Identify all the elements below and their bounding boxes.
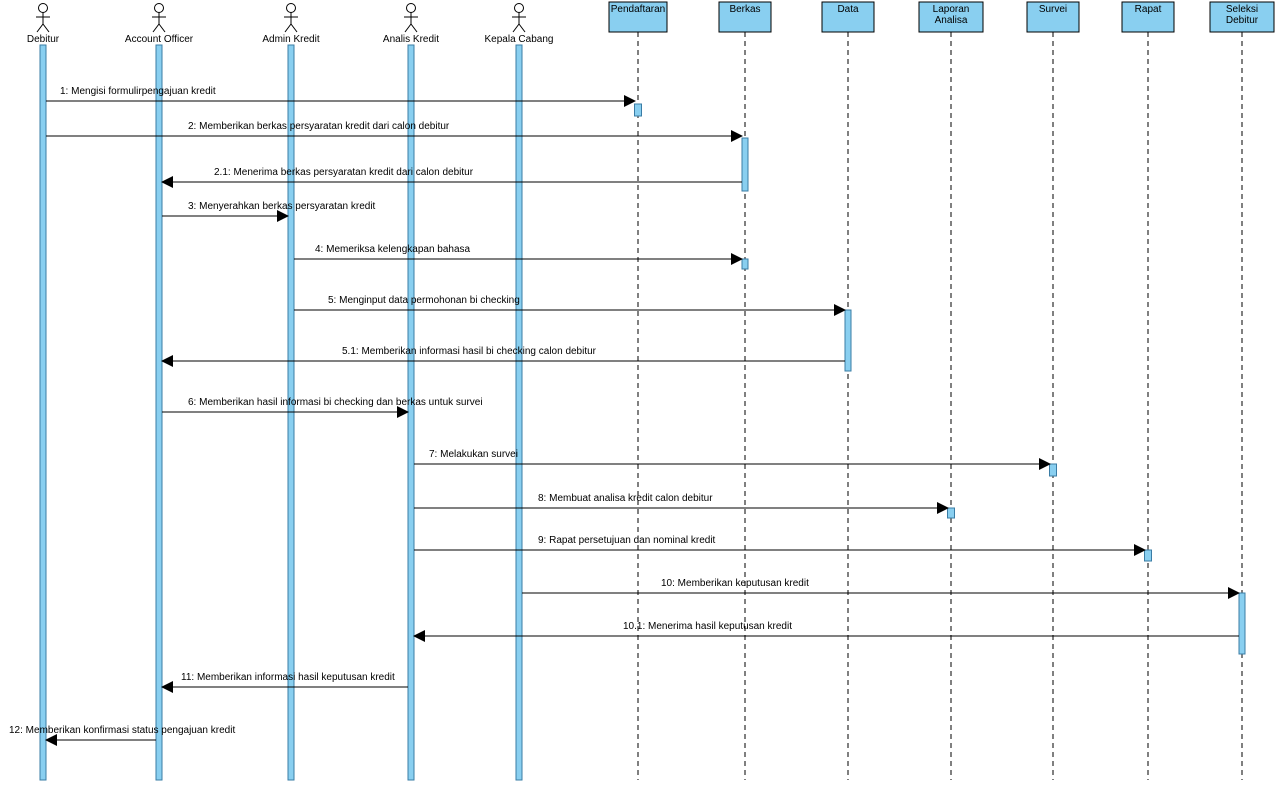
actor-debitur-label: Debitur: [27, 34, 60, 45]
activation-bar-berkas: [741, 137, 749, 192]
object-laporan_analisa-label: Laporan: [933, 4, 970, 15]
message-label: 4: Memeriksa kelengkapan bahasa: [315, 244, 471, 255]
activation-bar-pendaftaran: [634, 103, 642, 117]
actor-account_officer-icon: [152, 3, 166, 33]
object-berkas-box: [718, 1, 772, 33]
actor-analis_kredit-label: Analis Kredit: [383, 34, 439, 45]
object-laporan_analisa-box: [918, 1, 984, 33]
message-label: 11: Memberikan informasi hasil keputusan…: [181, 672, 395, 683]
message-13: 10.1: Menerima hasil keputusan kredit: [413, 621, 1239, 642]
message-15: 12: Memberikan konfirmasi status pengaju…: [9, 725, 235, 746]
object-rapat-label: Rapat: [1135, 4, 1162, 15]
message-label: 2: Memberikan berkas persyaratan kredit …: [188, 121, 450, 132]
message-4: 3: Menyerahkan berkas persyaratan kredit: [162, 201, 376, 222]
message-label: 5.1: Memberikan informasi hasil bi check…: [342, 346, 597, 357]
object-survei-box: [1026, 1, 1080, 33]
message-12: 10: Memberikan keputusan kredit: [522, 578, 1240, 599]
actor-kepala_cabang-icon: [512, 3, 526, 33]
message-3: 2.1: Menerima berkas persyaratan kredit …: [161, 167, 742, 188]
message-7: 5.1: Memberikan informasi hasil bi check…: [161, 346, 845, 367]
activation-bar-rapat: [1144, 549, 1152, 562]
message-label: 7: Melakukan survei: [429, 449, 518, 460]
actor-admin_kredit-label: Admin Kredit: [262, 34, 319, 45]
object-laporan_analisa-label: Analisa: [935, 15, 968, 26]
object-survei-label: Survei: [1039, 4, 1067, 15]
activation-bar-survei: [1049, 463, 1057, 477]
actor-kepala_cabang-label: Kepala Cabang: [485, 34, 554, 45]
activation-bar-berkas: [741, 258, 749, 270]
message-label: 6: Memberikan hasil informasi bi checkin…: [188, 397, 483, 408]
message-1: 1: Mengisi formulirpengajuan kredit: [46, 86, 636, 107]
message-2: 2: Memberikan berkas persyaratan kredit …: [46, 121, 743, 142]
message-14: 11: Memberikan informasi hasil keputusan…: [161, 672, 408, 693]
message-label: 3: Menyerahkan berkas persyaratan kredit: [188, 201, 376, 212]
object-data-box: [821, 1, 875, 33]
activations-layer: [634, 103, 1246, 655]
activation-bar-data: [844, 309, 852, 372]
object-pendaftaran-label: Pendaftaran: [611, 4, 666, 15]
object-rapat-box: [1121, 1, 1175, 33]
object-data-label: Data: [837, 4, 859, 15]
message-label: 5: Menginput data permohonan bi checking: [328, 295, 520, 306]
object-pendaftaran-box: [608, 1, 668, 33]
actor-debitur-icon: [36, 3, 50, 33]
message-10: 8: Membuat analisa kredit calon debitur: [414, 493, 949, 514]
object-seleksi_debitur-box: [1209, 1, 1275, 33]
message-11: 9: Rapat persetujuan dan nominal kredit: [414, 535, 1146, 556]
message-label: 10.1: Menerima hasil keputusan kredit: [623, 621, 792, 632]
lifeline-debitur: [39, 44, 47, 781]
activation-bar-seleksi_debitur: [1238, 592, 1246, 655]
lifeline-account_officer: [155, 44, 163, 781]
message-6: 5: Menginput data permohonan bi checking: [294, 295, 846, 316]
actor-account_officer-label: Account Officer: [125, 34, 194, 45]
message-label: 12: Memberikan konfirmasi status pengaju…: [9, 725, 235, 736]
message-label: 1: Mengisi formulirpengajuan kredit: [60, 86, 216, 97]
object-berkas-label: Berkas: [729, 4, 760, 15]
message-9: 7: Melakukan survei: [414, 449, 1051, 470]
lifeline-analis_kredit: [407, 44, 415, 781]
lifeline-kepala_cabang: [515, 44, 523, 781]
object-seleksi_debitur-label: Debitur: [1226, 15, 1259, 26]
message-label: 10: Memberikan keputusan kredit: [661, 578, 809, 589]
object-seleksi_debitur-label: Seleksi: [1226, 4, 1258, 15]
message-label: 9: Rapat persetujuan dan nominal kredit: [538, 535, 716, 546]
actor-analis_kredit-icon: [404, 3, 418, 33]
message-8: 6: Memberikan hasil informasi bi checkin…: [162, 397, 483, 418]
message-5: 4: Memeriksa kelengkapan bahasa: [294, 244, 743, 265]
message-label: 8: Membuat analisa kredit calon debitur: [538, 493, 713, 504]
message-label: 2.1: Menerima berkas persyaratan kredit …: [214, 167, 474, 178]
messages-layer: 1: Mengisi formulirpengajuan kredit 2: Me…: [9, 86, 1240, 746]
activation-bar-laporan_analisa: [947, 507, 955, 519]
actor-admin_kredit-icon: [284, 3, 298, 33]
